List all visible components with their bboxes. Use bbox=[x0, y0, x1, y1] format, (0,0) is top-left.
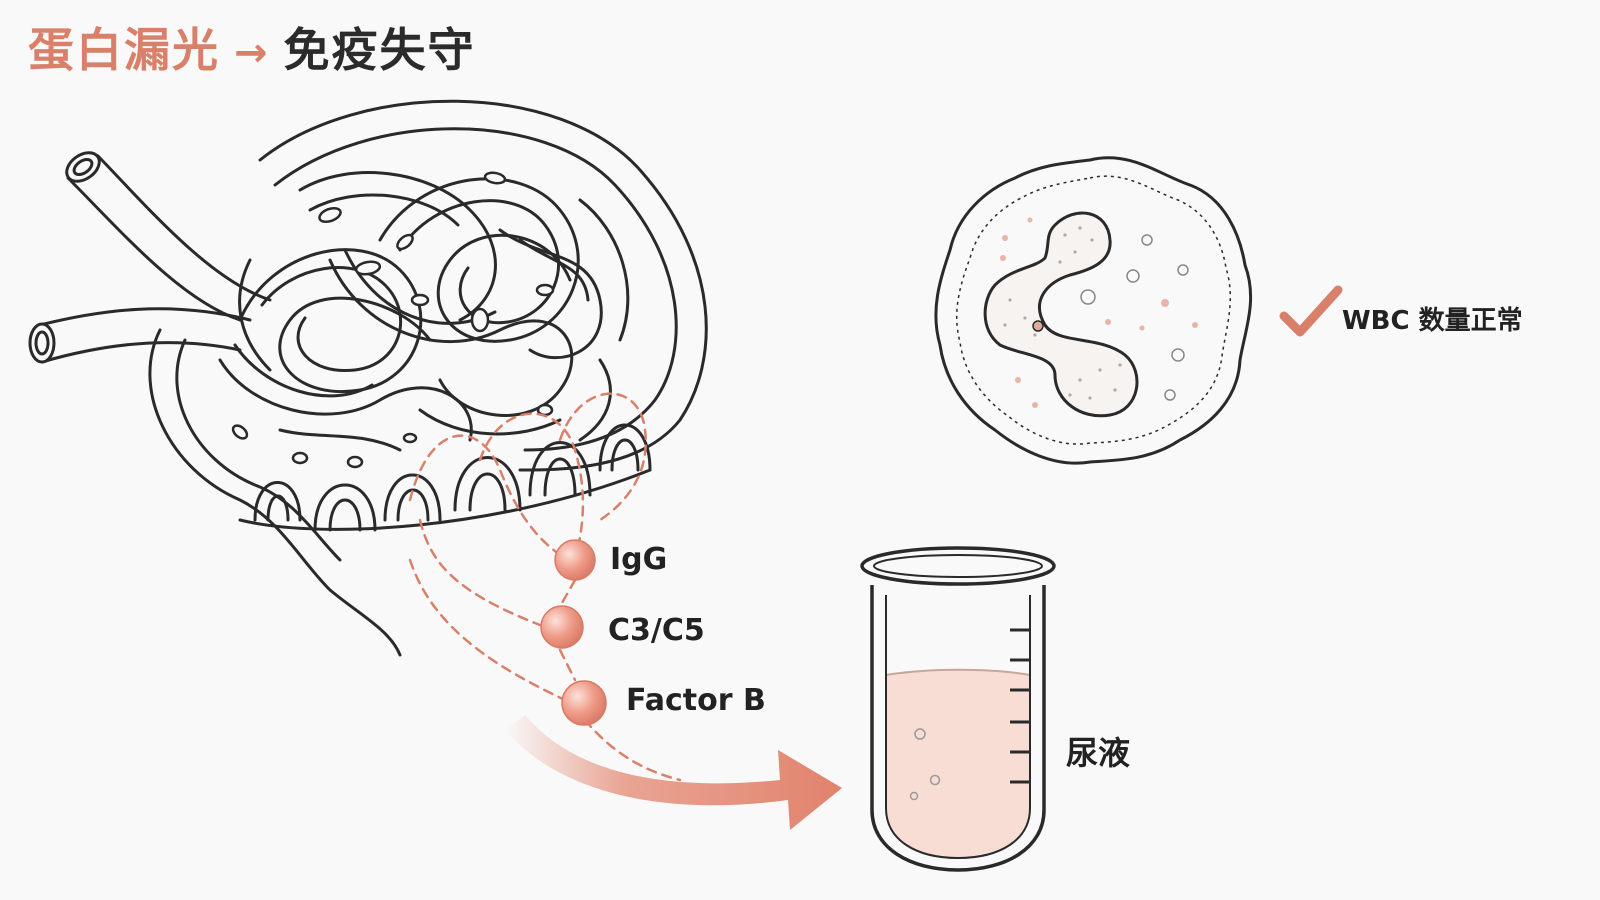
leakage-paths bbox=[408, 392, 682, 782]
label-c3-c5: C3/C5 bbox=[608, 613, 705, 648]
capillary-tuft bbox=[218, 171, 630, 452]
efferent-arteriole bbox=[28, 307, 252, 364]
label-igg: IgG bbox=[610, 542, 668, 577]
wbc-cell bbox=[934, 156, 1253, 465]
tube-body bbox=[870, 585, 1046, 872]
tube-graduations bbox=[1010, 628, 1030, 784]
sphere-igg bbox=[554, 539, 596, 581]
flow-arrow bbox=[505, 715, 842, 830]
bowman-capsule-outer bbox=[258, 99, 708, 472]
label-factor-b: Factor B bbox=[626, 683, 766, 718]
check-icon bbox=[1279, 285, 1343, 337]
foot-processes bbox=[238, 423, 652, 532]
sphere-factor-b bbox=[561, 680, 607, 726]
tube-rim bbox=[860, 546, 1056, 586]
wbc-membrane-outer bbox=[934, 156, 1253, 465]
protein-spheres bbox=[540, 539, 607, 726]
label-urine: 尿液 bbox=[1066, 734, 1131, 772]
tube-inner-wall bbox=[885, 595, 1031, 860]
title-highlight: 蛋白漏光 bbox=[28, 23, 220, 77]
title-rest: 免疫失守 bbox=[283, 23, 476, 77]
afferent-arteriole bbox=[65, 151, 272, 322]
sphere-c3c5 bbox=[540, 605, 584, 649]
page-title: 蛋白漏光 → 免疫失守 bbox=[28, 14, 476, 80]
wbc-nucleus bbox=[983, 211, 1139, 418]
label-wbc: WBC 数量正常 bbox=[1342, 306, 1523, 336]
title-arrow: → bbox=[234, 30, 270, 76]
glomerulus-illustration bbox=[28, 99, 708, 657]
test-tube bbox=[860, 546, 1056, 872]
urine-fluid bbox=[886, 669, 1030, 858]
endothelial-nuclei bbox=[231, 171, 555, 469]
